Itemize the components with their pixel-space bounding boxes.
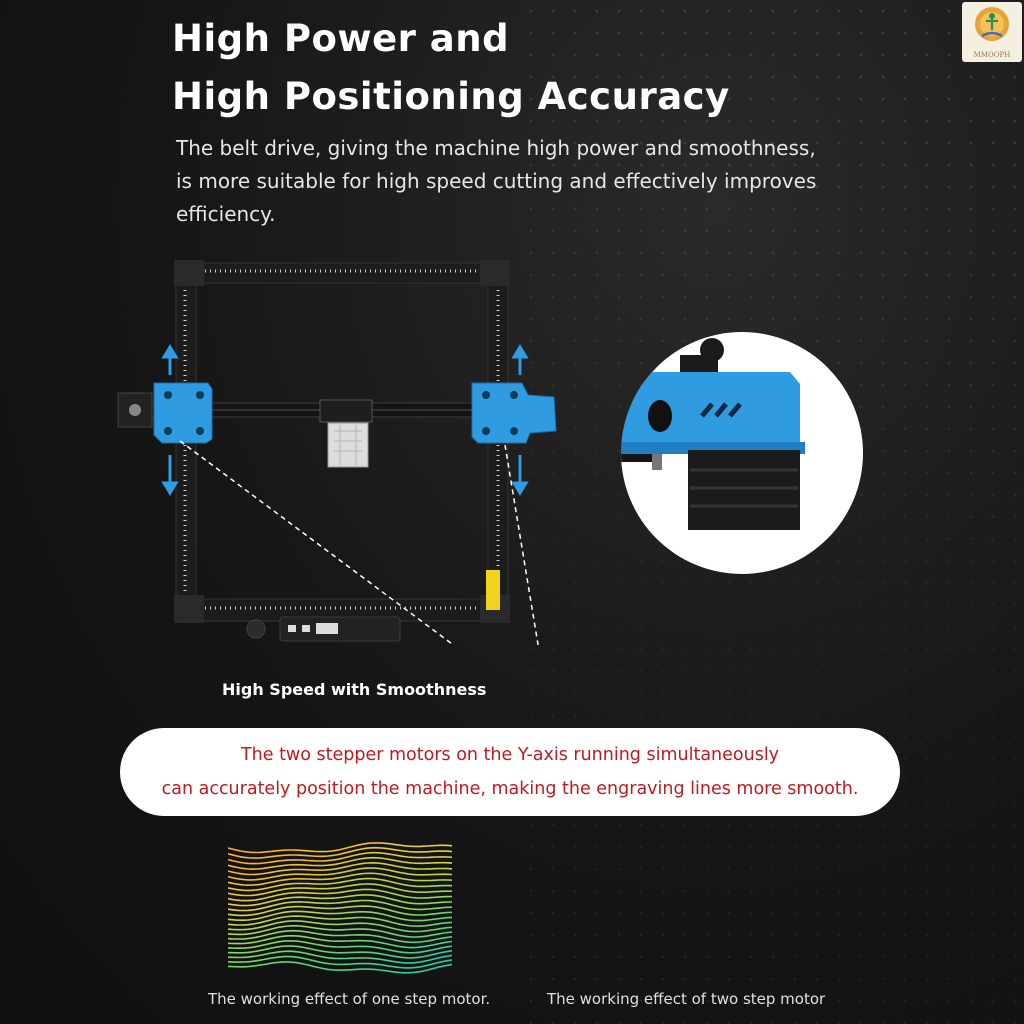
title-line-2: High Positioning Accuracy [172,75,730,118]
top-rail [175,262,509,284]
engraving-line [228,920,453,933]
engraving-line [228,861,453,876]
engraving-line [228,905,453,917]
engraving-line [228,867,453,881]
engraving-line [228,872,453,887]
zoom-guide-line-1 [179,440,455,645]
closeup-motor-body [688,450,800,530]
y-axis-movement-arrows [161,344,529,496]
one-motor-caption: The working effect of one step motor. [208,990,491,1008]
engraving-line [228,846,453,859]
description-line-2: is more suitable for high speed cutting … [176,169,817,193]
laser-engraver-illustration [117,260,557,645]
engraving-line [228,851,453,865]
logo-text: MMOOPH [973,51,1011,59]
warning-sticker [486,570,500,610]
engraving-line [228,915,453,927]
engraving-line [228,856,453,870]
stepper-motor-closeup [621,332,863,574]
engraving-line [228,899,453,912]
two-motor-engraving-lines [564,851,790,959]
engraving-line [228,842,453,854]
title-line-1: High Power and [172,17,510,60]
two-motor-caption: The working effect of two step motor [547,990,826,1008]
engraving-line [228,877,453,892]
engraving-line [228,894,452,907]
zoom-guide-line-2 [504,444,539,645]
power-knob [246,619,266,639]
engraving-line [228,945,453,959]
feature-label: High Speed with Smoothness [222,680,487,699]
right-y-carriage [471,382,557,444]
left-y-carriage [153,382,213,444]
engraving-line [228,929,453,944]
engraving-line [228,925,453,938]
engraving-line [228,910,453,922]
engraving-line [228,935,453,949]
engraving-line [228,940,453,954]
engraving-line [228,888,452,902]
one-motor-engraving-lines [228,842,453,974]
engraving-line [228,883,452,897]
engraving-line [228,955,453,969]
engraving-line [228,961,453,974]
brand-logo: MMOOPH [962,2,1022,62]
callout-line-1: The two stepper motors on the Y-axis run… [240,745,780,765]
description-line-1: The belt drive, giving the machine high … [176,136,816,160]
engraving-line [228,950,453,964]
callout-line-2: can accurately position the machine, mak… [161,779,859,799]
laser-head-mount [319,399,373,423]
callout-banner: The two stepper motors on the Y-axis run… [120,728,900,816]
page-title: High Power and High Positioning Accuracy [172,10,730,126]
logo-emblem-icon [975,7,1009,41]
laser-module [327,422,369,468]
control-box [279,616,401,642]
feature-description: The belt drive, giving the machine high … [176,132,836,231]
description-line-3: efficiency. [176,202,276,226]
